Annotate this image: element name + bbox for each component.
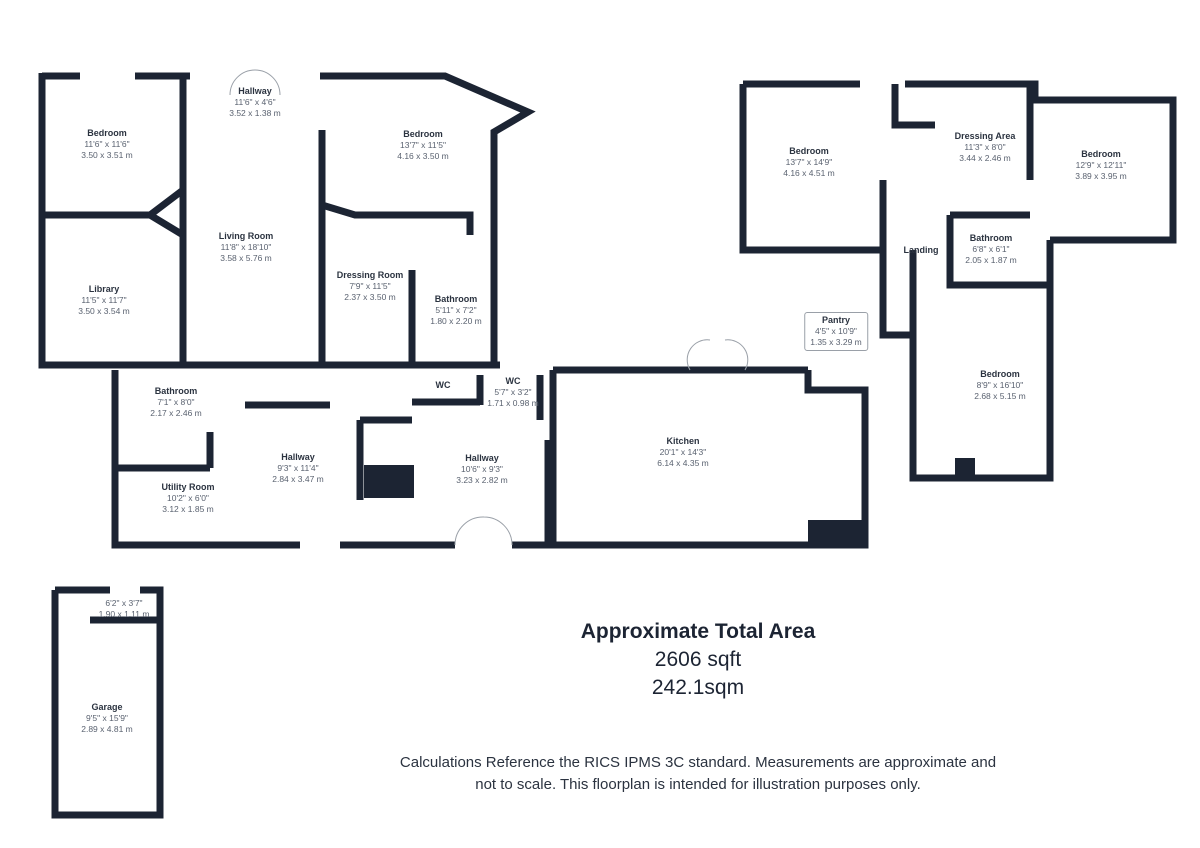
room-name: Bedroom [87, 128, 127, 138]
room-metric: 3.52 x 1.38 m [229, 107, 281, 118]
room-imperial: 6'2" x 3'7" [105, 598, 143, 608]
room-name: WC [505, 376, 521, 386]
room-metric: 3.12 x 1.85 m [162, 503, 214, 514]
room-imperial: 6'8" x 6'1" [972, 244, 1010, 255]
room-metric: 4.16 x 4.51 m [783, 167, 835, 178]
room-store: 6'2" x 3'7"1.90 x 1.11 m [99, 598, 150, 619]
room-metric: 2.84 x 3.47 m [272, 473, 324, 484]
room-metric: 1.90 x 1.11 m [98, 608, 150, 619]
room-imperial: 13'7" x 11'5" [399, 140, 446, 151]
room-name: Hallway [465, 453, 499, 463]
room-imperial: 10'2" x 6'0" [167, 493, 209, 504]
room-imperial: 9'3" x 11'4" [277, 463, 319, 474]
room-metric: 1.71 x 0.98 m [487, 397, 539, 408]
room-imperial: 11'5" x 11'7" [81, 295, 127, 306]
room-name: Living Room [218, 231, 274, 241]
room-imperial: 5'11" x 7'2" [435, 305, 477, 316]
disclaimer-line-1: Calculations Reference the RICS IPMS 3C … [399, 754, 997, 771]
room-metric: 3.89 x 3.95 m [1075, 170, 1127, 181]
room-name: Bedroom [1081, 149, 1121, 159]
room-name: Library [88, 284, 120, 294]
room-name: Bathroom [434, 294, 478, 304]
room-imperial: 9'5" x 15'9" [86, 713, 128, 724]
room-metric: 2.68 x 5.15 m [974, 390, 1026, 401]
room-imperial: 8'9" x 16'10" [976, 380, 1024, 391]
room-name: Pantry [821, 315, 851, 325]
room-name: Bathroom [969, 233, 1013, 243]
room-metric: 3.23 x 2.82 m [456, 474, 508, 485]
room-name: Landing [903, 245, 939, 255]
room-name: Hallway [281, 452, 315, 462]
room-name: Bedroom [403, 129, 443, 139]
room-metric: 2.05 x 1.87 m [965, 254, 1017, 265]
room-metric: 2.17 x 2.46 m [150, 407, 202, 418]
total-area-sqft: 2606 sqft [654, 648, 742, 671]
room-name: WC [435, 380, 451, 390]
total-area-title: Approximate Total Area [580, 620, 816, 643]
room-name: Bathroom [154, 386, 198, 396]
room-name: Bedroom [980, 369, 1020, 379]
room-wc-1: WC [436, 380, 451, 391]
room-metric: 3.58 x 5.76 m [220, 252, 272, 263]
room-name: Dressing Area [954, 131, 1016, 141]
room-metric: 3.44 x 2.46 m [959, 152, 1011, 163]
room-imperial: 11'8" x 18'10" [220, 242, 272, 253]
room-imperial: 10'6" x 9'3" [461, 464, 503, 475]
room-imperial: 12'9" x 12'11" [1075, 160, 1127, 171]
room-metric: 3.50 x 3.51 m [81, 149, 133, 160]
room-metric: 3.50 x 3.54 m [78, 305, 130, 316]
room-metric: 2.89 x 4.81 m [81, 723, 133, 734]
total-area: Approximate Total Area 2606 sqft 242.1sq… [581, 620, 816, 700]
room-name: Garage [91, 702, 123, 712]
room-imperial: 13'7" x 14'9" [785, 157, 833, 168]
room-imperial: 11'6" x 4'6" [234, 97, 276, 108]
disclaimer: Calculations Reference the RICS IPMS 3C … [318, 752, 1078, 796]
room-imperial: 7'9" x 11'5" [349, 281, 391, 292]
room-metric: 4.16 x 3.50 m [397, 150, 449, 161]
room-metric: 1.80 x 2.20 m [430, 315, 482, 326]
total-area-sqm: 242.1sqm [651, 676, 745, 699]
disclaimer-line-2: not to scale. This floorplan is intended… [475, 775, 921, 793]
room-name: Hallway [238, 86, 272, 96]
room-name: Dressing Room [336, 270, 404, 280]
room-name: Bedroom [789, 146, 829, 156]
room-imperial: 11'6" x 11'6" [84, 139, 130, 150]
room-imperial: 7'1" x 8'0" [157, 397, 195, 408]
room-imperial: 11'3" x 8'0" [964, 142, 1006, 153]
room-landing: Landing [904, 245, 939, 256]
room-metric: 6.14 x 4.35 m [657, 457, 709, 468]
room-imperial: 20'1" x 14'3" [659, 447, 707, 458]
room-name: Utility Room [161, 482, 215, 492]
room-name: Kitchen [666, 436, 700, 446]
room-metric: 2.37 x 3.50 m [344, 291, 396, 302]
room-imperial: 4'5" x 10'9" [815, 326, 857, 337]
room-metric: 1.35 x 3.29 m [810, 336, 862, 347]
room-imperial: 5'7" x 3'2" [494, 387, 532, 398]
